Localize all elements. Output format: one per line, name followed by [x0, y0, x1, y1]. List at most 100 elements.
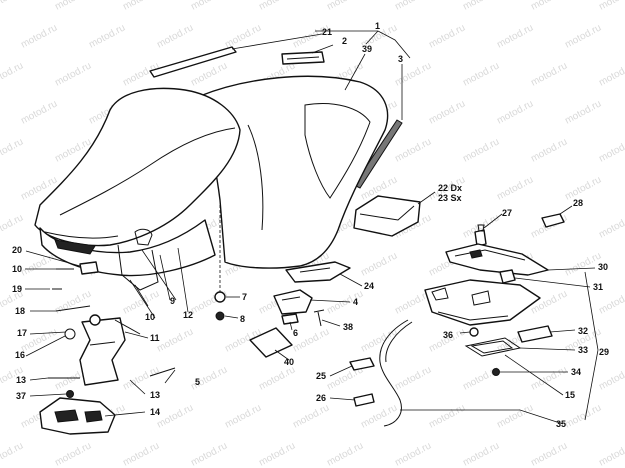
part-40-pad [249, 327, 293, 358]
part-16-spring [64, 328, 76, 340]
part-18-bolt [55, 305, 91, 312]
callout-5: 5 [195, 377, 200, 387]
part-2-badge [281, 51, 325, 65]
watermark-text: motod.ru [393, 136, 433, 164]
part-22-23-side-pad [353, 195, 421, 237]
callout-33: 33 [578, 345, 588, 355]
watermark-text: motod.ru [427, 22, 467, 50]
watermark-text: motod.ru [529, 136, 569, 164]
watermark-text: motod.ru [495, 22, 535, 50]
watermark-text: motod.ru [563, 98, 603, 126]
watermark-text: motod.ru [597, 60, 625, 88]
watermark-text: motod.ru [257, 364, 297, 392]
callout-21: 21 [322, 27, 332, 37]
callout-11: 11 [150, 333, 160, 343]
watermark-text: motod.ru [0, 60, 25, 88]
watermark-text: motod.ru [597, 136, 625, 164]
watermark-text: motod.ru [121, 364, 161, 392]
callout-39: 39 [362, 44, 372, 54]
watermark-text: motod.ru [0, 0, 25, 13]
watermark-text: motod.ru [121, 0, 161, 13]
watermark-text: motod.ru [461, 440, 501, 468]
callout-8: 8 [240, 314, 245, 324]
watermark-text: motod.ru [257, 440, 297, 468]
part-14-seat-lock [39, 397, 116, 435]
watermark-text: motod.ru [53, 60, 93, 88]
watermark-text: motod.ru [461, 0, 501, 13]
tail-light-housing [424, 279, 541, 326]
part-26-cable-clamp [353, 393, 375, 407]
part-5-screw [149, 367, 176, 377]
callout-13-left: 13 [16, 375, 26, 385]
watermark-text: motod.ru [427, 98, 467, 126]
watermark-text: motod.ru [0, 136, 25, 164]
callout-40: 40 [284, 357, 294, 367]
watermark-text: motod.ru [291, 402, 331, 430]
watermark-text: motod.ru [393, 60, 433, 88]
part-11-plate [114, 319, 141, 335]
watermark-text: motod.ru [393, 440, 433, 468]
callout-2: 2 [342, 36, 347, 46]
callout-14: 14 [150, 407, 160, 417]
part-8-nut [215, 311, 225, 321]
watermark-text: motod.ru [223, 22, 263, 50]
callout-6: 6 [293, 328, 298, 338]
callout-17: 17 [17, 328, 27, 338]
part-20-bracket [79, 261, 99, 275]
callout-32: 32 [578, 326, 588, 336]
watermark-text: motod.ru [563, 22, 603, 50]
watermark-text: motod.ru [155, 402, 195, 430]
callout-12: 12 [183, 310, 193, 320]
callout-16: 16 [15, 350, 25, 360]
callout-3: 3 [398, 54, 403, 64]
callout-13-right: 13 [150, 390, 160, 400]
part-6-bumper [281, 313, 299, 325]
part-32-plate-light [517, 325, 553, 343]
part-36-grommet [469, 327, 479, 337]
callout-31: 31 [593, 282, 603, 292]
watermark-text: motod.ru [53, 288, 93, 316]
part-7-washer [214, 291, 226, 303]
callout-23-sx: 23 Sx [438, 193, 462, 203]
callout-37: 37 [16, 391, 26, 401]
watermark-text: motod.ru [563, 402, 603, 430]
watermark-text: motod.ru [597, 440, 625, 468]
callout-30: 30 [598, 262, 608, 272]
callout-27: 27 [502, 208, 512, 218]
part-21-trim-strip [149, 46, 237, 78]
seat-assembly [34, 75, 389, 291]
watermark-text: motod.ru [0, 212, 25, 240]
watermark-text: motod.ru [359, 250, 399, 278]
callout-15: 15 [565, 390, 575, 400]
watermark-text: motod.ru [393, 0, 433, 13]
watermark-text: motod.ru [597, 0, 625, 13]
callout-38: 38 [343, 322, 353, 332]
watermark-text: motod.ru [121, 440, 161, 468]
watermark-text: motod.ru [461, 136, 501, 164]
part-28-clip [541, 213, 565, 228]
watermark-text: motod.ru [393, 364, 433, 392]
callout-34: 34 [571, 367, 581, 377]
seat-lock-bracket [79, 314, 126, 386]
part-38-screw [313, 309, 325, 327]
callout-10-right: 10 [145, 312, 155, 322]
watermark-text: motod.ru [529, 440, 569, 468]
watermark-text: motod.ru [529, 60, 569, 88]
watermark-text: motod.ru [495, 174, 535, 202]
callout-22-dx: 22 Dx [438, 183, 462, 193]
seat-release-cable [379, 319, 409, 427]
watermark-text: motod.ru [529, 0, 569, 13]
callout-7: 7 [242, 292, 247, 302]
watermark-text: motod.ru [19, 98, 59, 126]
watermark-text: motod.ru [495, 98, 535, 126]
watermark-text: motod.ru [155, 326, 195, 354]
callout-25: 25 [316, 371, 326, 381]
callout-10-left: 10 [12, 264, 22, 274]
watermark-text: motod.ru [189, 0, 229, 13]
part-31-bulb [499, 269, 516, 284]
watermark-text: motod.ru [597, 212, 625, 240]
callout-9: 9 [170, 296, 175, 306]
part-27-bulb-holder [474, 224, 487, 247]
callout-labels: 1 2 3 4 5 6 7 8 9 10 10 11 12 13 13 14 1… [12, 21, 609, 429]
